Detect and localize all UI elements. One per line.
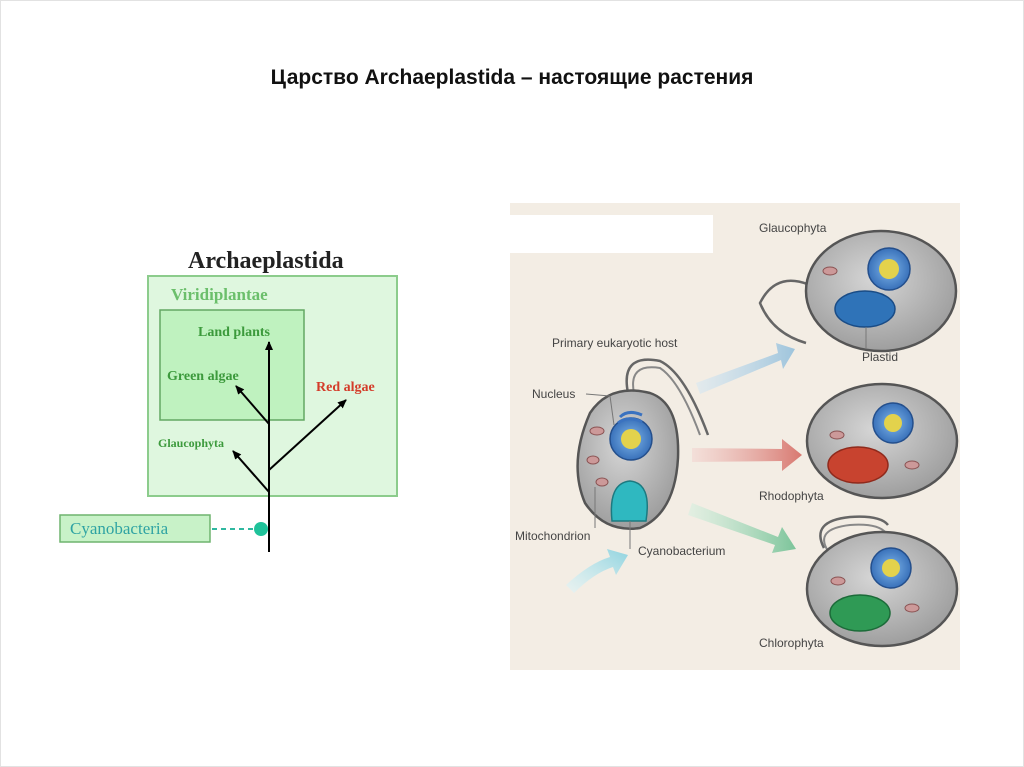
chlorophyta-flagellum: [819, 515, 889, 549]
cyanobacteria-box: [59, 514, 211, 543]
host-flagellum-2: [632, 366, 701, 436]
host-mitochondrion-3: [595, 477, 609, 487]
red-algae-label: Red algae: [316, 380, 375, 395]
host-cyanobacterium: [610, 480, 648, 522]
nucleus-label: Nucleus: [532, 387, 575, 401]
host-nucleolus: [621, 429, 641, 449]
glaucophyta-mitochondrion: [822, 266, 838, 276]
glaucophyta-nucleolus: [879, 259, 899, 279]
cyanobacteria-node: [254, 522, 268, 536]
chlorophyta-plastid: [829, 594, 891, 632]
archaeplastida-heading: Archaeplastida: [188, 248, 344, 274]
chlorophyta-mitochondrion-2: [904, 603, 920, 613]
nucleus-leader: [585, 393, 611, 397]
chlorophyta-cell-body: [805, 530, 959, 648]
endosymbiosis-panel: Glaucophyta Plastid Primary eukaryotic h…: [510, 203, 960, 670]
host-cell: [576, 358, 710, 530]
branch-green-algae: [235, 385, 270, 425]
slide-title: Царство Archaeplastida – настоящие расте…: [270, 66, 754, 89]
branch-glaucophyta: [232, 450, 270, 493]
chlorophyta-mitochondrion: [830, 576, 846, 586]
primary-host-label: Primary eukaryotic host: [552, 336, 678, 350]
cyanobacterium-label: Cyanobacterium: [638, 544, 725, 558]
arrow-to-rhodophyta: [692, 439, 802, 471]
archaeplastida-tree-diagram: Archaeplastida Viridiplantae Land plants…: [59, 248, 398, 552]
green-algae-label: Green algae: [167, 369, 239, 384]
rhodophyta-cell: [805, 382, 959, 500]
viridiplantae-box: [159, 309, 305, 421]
plastid-label: Plastid: [862, 350, 898, 364]
rhodophyta-mitochondrion: [829, 430, 845, 440]
host-mitochondrion-2: [586, 455, 600, 465]
chlorophyta-nucleolus: [882, 559, 900, 577]
glaucophyta-cell-label: Glaucophyta: [759, 221, 827, 235]
branch-red-algae: [268, 399, 347, 471]
rhodophyta-plastid: [827, 446, 889, 484]
rhodophyta-nucleolus: [884, 414, 902, 432]
viridiplantae-label: Viridiplantae: [171, 285, 268, 304]
glaucophyta-cell: [758, 229, 958, 353]
arrow-to-glaucophyta: [696, 343, 795, 394]
arrow-to-chlorophyta: [688, 503, 796, 553]
host-mitochondrion-1: [589, 426, 605, 436]
panel-blank-area: [510, 215, 713, 253]
glaucophyta-label: Glaucophyta: [158, 436, 224, 450]
cyanobacteria-label: Cyanobacteria: [70, 519, 169, 538]
land-plants-label: Land plants: [198, 325, 271, 340]
chlorophyta-cell: [805, 515, 959, 648]
rhodophyta-cell-body: [805, 382, 959, 500]
glaucophyta-plastid: [834, 290, 896, 328]
chlorophyta-label: Chlorophyta: [759, 636, 824, 650]
rhodophyta-label: Rhodophyta: [759, 489, 824, 503]
mitochondrion-label: Mitochondrion: [515, 529, 590, 543]
chlorophyta-flagellum-2: [823, 523, 887, 552]
nucleus-leader-2: [609, 395, 615, 426]
glaucophyta-flagellum: [758, 279, 829, 345]
arrow-cyanobacterium-entry: [566, 549, 628, 593]
rhodophyta-mitochondrion-2: [904, 460, 920, 470]
host-golgi: [617, 410, 643, 425]
host-flagellum: [625, 358, 710, 436]
